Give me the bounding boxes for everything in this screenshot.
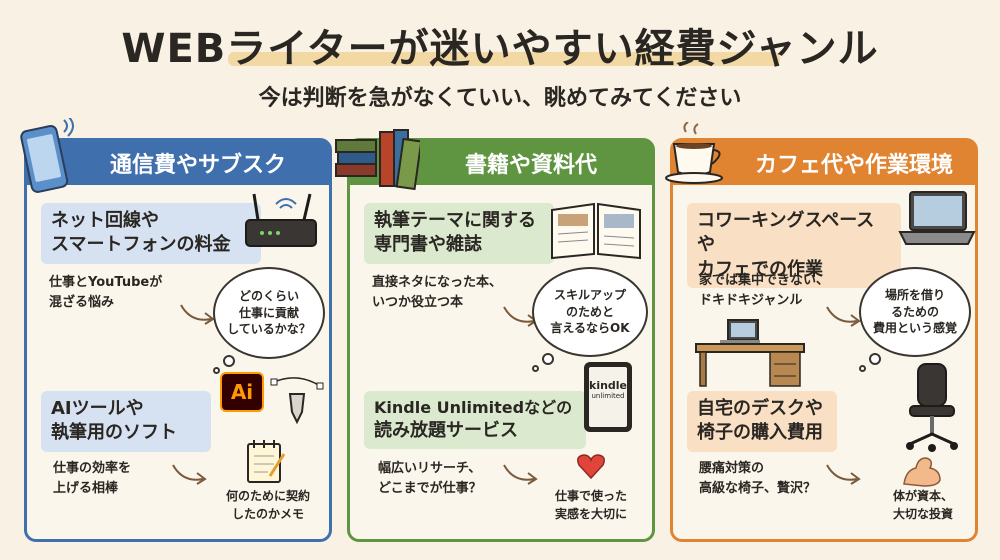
thought-bubble: スキルアップ のためと 言えるならOK xyxy=(532,267,648,357)
note-line: 腰痛対策の xyxy=(699,461,765,476)
note-line: 幅広いリサーチ、 xyxy=(378,461,482,476)
label-line: 自宅のデスクや xyxy=(697,398,823,419)
item-note: 幅広いリサーチ、 どこまでが仕事？ xyxy=(378,459,482,498)
heart-icon xyxy=(577,454,605,480)
note-line: 直接ネタになった本、 xyxy=(372,275,503,290)
bubble-dot xyxy=(859,365,866,372)
arrow-icon xyxy=(503,464,538,485)
item-label-internet: ネット回線や スマートフォンの料金 xyxy=(41,203,261,264)
label-line: AIツールや xyxy=(51,398,144,419)
bubble-line: 体が資本、 xyxy=(892,489,953,503)
panel-header: カフェ代や作業環境 xyxy=(673,141,975,185)
note-line: ドキドキジャンル xyxy=(699,292,803,308)
memo-note: 何のために契約 したのかメモ xyxy=(213,487,323,523)
coffee-cup-icon xyxy=(665,122,723,184)
router-icon xyxy=(245,193,317,247)
bubble-line: のためと xyxy=(565,304,614,319)
item-label-ai-tools: AIツールや 執筆用のソフト xyxy=(41,391,211,452)
label-line: コワーキングスペースや xyxy=(697,210,875,256)
bubble-dot xyxy=(223,355,235,367)
item-label-coworking: コワーキングスペースや カフェでの作業 xyxy=(687,203,901,288)
panel-header: 通信費やサブスク xyxy=(27,141,329,185)
item-note: 腰痛対策の 高級な椅子、贅沢？ xyxy=(699,459,816,498)
item-note: 仕事の効率を 上げる相棒 xyxy=(53,459,131,498)
kindle-subtext: unlimited xyxy=(591,392,625,400)
label-line: Kindle Unlimitedなどの xyxy=(374,398,573,417)
label-line: 執筆用のソフト xyxy=(51,422,177,444)
open-book-icon xyxy=(551,202,641,260)
laptop-icon xyxy=(898,191,976,245)
memo-note: 体が資本、 大切な投資 xyxy=(873,487,973,523)
note-line: 高級な椅子、贅沢？ xyxy=(699,480,817,496)
arrow-icon xyxy=(826,464,861,485)
item-note: 直接ネタになった本、 いつか役立つ本 xyxy=(372,273,502,312)
ai-app-text: Ai xyxy=(230,380,254,404)
item-note: 家では集中できない、 ドキドキジャンル xyxy=(699,271,829,310)
bubble-dot xyxy=(532,365,539,372)
note-line: 混ざる悩み xyxy=(49,294,115,310)
flexed-arm-icon xyxy=(903,457,941,487)
bubble-line: 言えるならOK xyxy=(550,321,630,336)
bubble-line: 場所を借り xyxy=(884,287,945,302)
kindle-text: kindle xyxy=(589,379,628,392)
ai-app-icon: Ai xyxy=(220,372,264,412)
label-line: 椅子の購入費用 xyxy=(697,422,823,444)
kindle-icon: kindle unlimited xyxy=(584,362,632,432)
note-line: いつか役立つ本 xyxy=(372,294,464,310)
office-chair-icon xyxy=(906,363,958,452)
bubble-line: 何のために契約 xyxy=(225,489,310,503)
desk-icon xyxy=(695,319,805,387)
note-line: 上げる相棒 xyxy=(53,480,119,496)
thought-bubble: どのくらい 仕事に貢献 しているかな？ xyxy=(213,267,325,359)
label-line: カフェでの作業 xyxy=(697,258,823,280)
bubble-line: 実感を大切に xyxy=(554,507,627,521)
note-line: どこまでが仕事？ xyxy=(378,480,482,496)
smartphone-icon xyxy=(20,118,74,193)
bubble-line: 仕事で使った xyxy=(554,489,627,503)
note-line: 仕事とYouTubeが xyxy=(49,275,163,290)
memo-note: 仕事で使った 実感を大切に xyxy=(536,487,646,523)
label-line: スマートフォンの料金 xyxy=(51,234,231,256)
page-title: WEBライターが迷いやすい経費ジャンル xyxy=(121,26,879,72)
bubble-line: したのかメモ xyxy=(231,507,304,521)
label-line: 読み放題サービス xyxy=(374,419,518,441)
item-label-books: 執筆テーマに関する 専門書や雑誌 xyxy=(364,203,554,264)
thought-bubble: 場所を借り るための 費用という感覚 xyxy=(859,267,971,357)
arrow-icon xyxy=(172,464,207,485)
bubble-dot xyxy=(213,367,220,374)
bubble-dot xyxy=(542,353,554,365)
bubble-line: るための xyxy=(890,304,939,319)
note-line: 家では集中できない、 xyxy=(699,273,830,288)
bubble-dot xyxy=(869,353,881,365)
panel-books: 書籍や資料代 執筆テーマに関する 専門書や雑誌 直接ネタになった本、 いつか役立… xyxy=(347,138,655,542)
arrow-icon xyxy=(180,304,215,325)
bubble-line: 大切な投資 xyxy=(892,507,953,521)
item-note: 仕事とYouTubeが 混ざる悩み xyxy=(49,273,162,312)
pen-tool-icon xyxy=(270,377,324,425)
page-subtitle: 今は判断を急がなくていい、眺めてみてください xyxy=(258,86,742,111)
arrow-icon xyxy=(826,306,861,327)
label-line: 執筆テーマに関する xyxy=(374,210,536,231)
bubble-line: しているかな？ xyxy=(227,322,311,337)
bubble-line: 費用という感覚 xyxy=(872,321,957,336)
label-line: ネット回線や xyxy=(51,210,159,231)
bubble-line: どのくらい xyxy=(238,288,299,303)
bubble-line: 仕事に貢献 xyxy=(238,305,299,320)
label-line: 専門書や雑誌 xyxy=(374,234,482,256)
title-underline xyxy=(228,52,780,66)
books-icon xyxy=(335,129,420,191)
note-line: 仕事の効率を xyxy=(53,461,132,476)
item-label-desk: 自宅のデスクや 椅子の購入費用 xyxy=(687,391,837,452)
notepad-icon xyxy=(247,440,286,483)
item-label-kindle: Kindle Unlimitedなどの 読み放題サービス xyxy=(364,391,586,449)
bubble-line: スキルアップ xyxy=(553,287,626,302)
